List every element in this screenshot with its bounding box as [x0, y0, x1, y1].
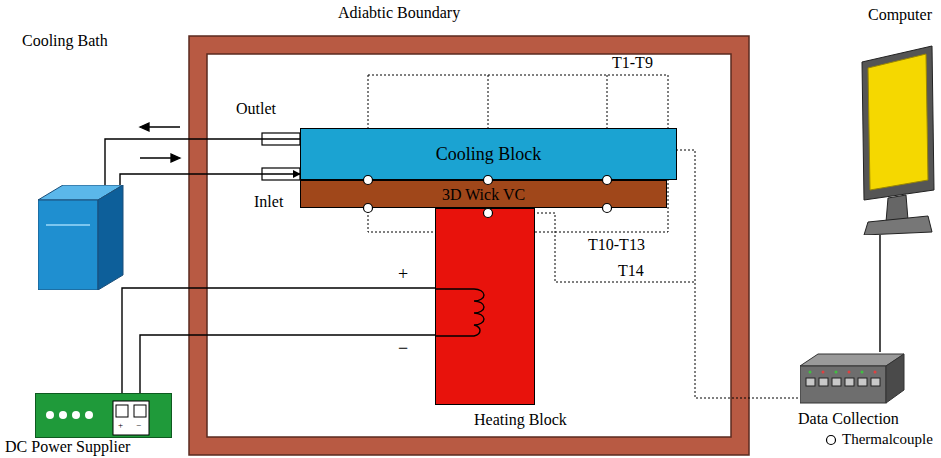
data-collection: Data Collection — [800, 352, 905, 404]
port-label: Inlet — [254, 193, 283, 211]
logger-port — [819, 378, 828, 386]
logger-led — [822, 371, 825, 374]
cooling-bath: Cooling Bath — [38, 185, 128, 290]
logger-led — [809, 371, 812, 374]
polarity-label: + — [398, 264, 408, 285]
legend-entry: Thermalcouple — [824, 431, 933, 448]
terminal-label: − — [136, 420, 141, 430]
terminal-label: + — [118, 420, 123, 430]
legend-swatch — [824, 433, 838, 447]
flow-arrows — [140, 123, 180, 162]
logger-led — [861, 371, 864, 374]
logger-port — [806, 378, 815, 386]
power-supply: DC Power Supplier — [35, 393, 172, 438]
logger-port — [858, 378, 867, 386]
sensor-label: T10-T13 — [588, 236, 645, 254]
heater-coil — [436, 209, 536, 406]
computer-icon — [858, 40, 938, 235]
adiabatic-boundary: Adiabtic BoundaryCooling Block3D Wick VC… — [188, 35, 750, 456]
connector-line — [140, 335, 435, 407]
data-logger-icon — [800, 352, 905, 404]
vapor-chamber: 3D Wick VC — [300, 180, 667, 208]
sensor-label: T1-T9 — [612, 54, 653, 72]
computer: Computer — [858, 40, 938, 235]
thermocouple-points — [364, 176, 612, 218]
polarity-label: − — [398, 338, 408, 359]
port-label: Outlet — [236, 100, 276, 118]
connector-line — [120, 174, 300, 189]
connector-line — [105, 139, 300, 193]
adiabatic-wall — [189, 36, 749, 455]
connector-line — [879, 235, 880, 352]
thermocouple-symbol — [827, 435, 836, 444]
power-supply-icon — [35, 393, 172, 438]
device-label: DC Power Supplier — [5, 438, 130, 456]
logger-led — [874, 371, 877, 374]
cooling-bath-icon — [38, 185, 128, 290]
logger-port — [845, 378, 854, 386]
block-label: 3D Wick VC — [301, 186, 666, 204]
logger-port — [832, 378, 841, 386]
sensor-label: T14 — [618, 262, 644, 280]
logger-port — [871, 378, 880, 386]
heating-block: Heating Block — [435, 208, 535, 405]
boundary-title: Adiabtic Boundary — [338, 4, 460, 22]
block-label: Heating Block — [474, 411, 567, 429]
cooling-block: Cooling Block — [300, 128, 677, 180]
block-label: Cooling Block — [301, 129, 676, 179]
thermocouple-wires — [368, 75, 800, 398]
connector-line — [122, 288, 435, 407]
logger-led — [835, 371, 838, 374]
device-label: Computer — [868, 6, 932, 24]
device-label: Data Collection — [798, 410, 899, 428]
logger-led — [848, 371, 851, 374]
device-label: Cooling Bath — [22, 32, 108, 50]
adiabatic-interior — [207, 54, 731, 437]
legend-label: Thermalcouple — [842, 431, 933, 448]
